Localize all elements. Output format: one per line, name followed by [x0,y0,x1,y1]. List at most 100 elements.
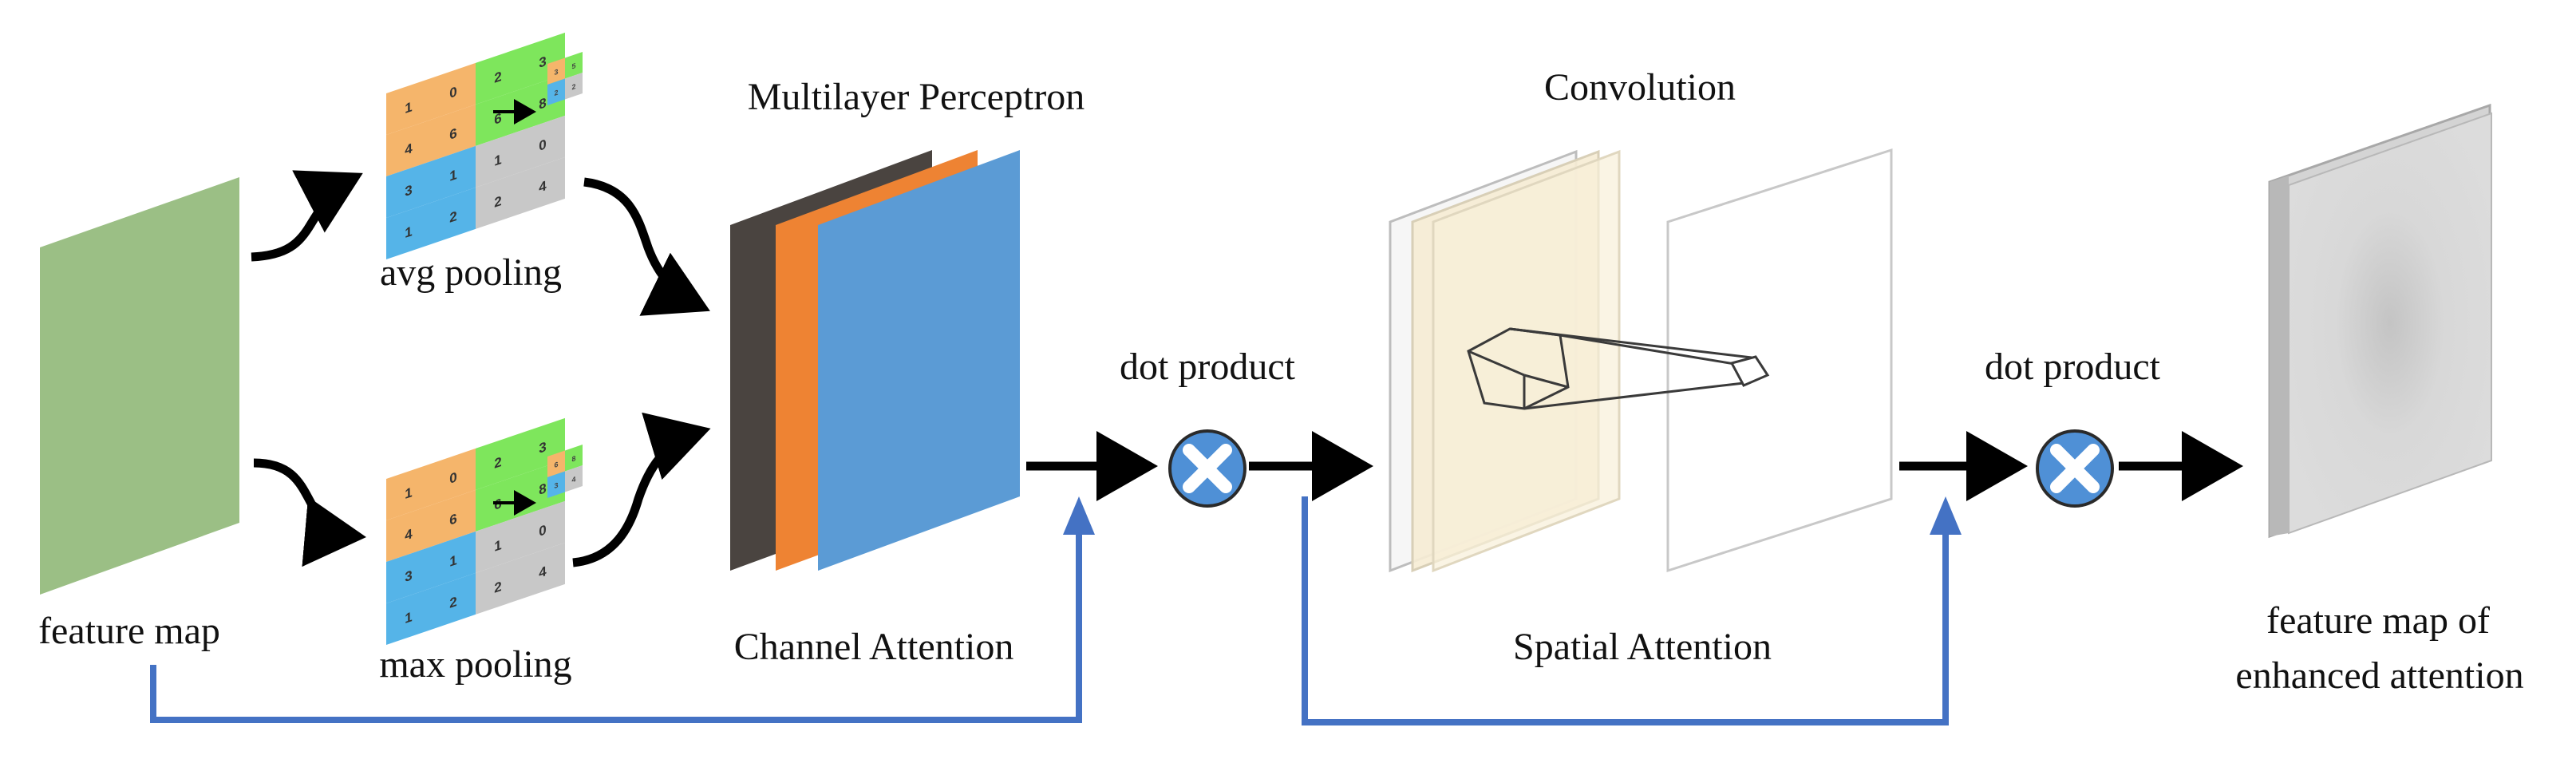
grid-value: 1 [449,166,457,184]
grid-cell [476,130,520,188]
grid-value: 2 [449,208,457,226]
grid-cell [520,115,565,172]
max-pooled-grid: 6 8 3 4 [547,445,583,498]
grid-value: 2 [494,453,502,472]
grid-value: 4 [405,140,413,158]
pooled-value: 4 [571,475,576,484]
grid-value: 0 [449,83,456,101]
grid-cell [386,504,431,562]
grid-cell [476,433,520,490]
skip-connection-1 [150,527,1082,723]
grid-cell [565,73,583,100]
grid-cell [547,450,565,477]
grid-cell [431,145,476,203]
arrow-to-max-pooling [253,458,366,567]
grid-value: 8 [539,480,547,498]
dot-product-2-icon [2036,429,2114,508]
grid-cell [386,463,431,520]
grid-cell [431,187,476,244]
avg-pooling-grid: 1 0 2 3 4 6 6 8 3 1 1 0 1 2 2 4 [386,32,565,259]
output-label-line1: feature map of [2266,599,2490,642]
pooled-value: 8 [571,454,575,463]
grid-cell [476,47,520,105]
grid-cell [476,516,520,573]
grid-value: 4 [539,177,547,196]
grid-cell [476,557,520,615]
output-label-line2: enhanced attention [2235,654,2523,697]
grid-value: 1 [494,151,502,169]
arrow-to-avg-pooling [251,170,363,262]
mlp-layer-blue [818,150,1020,571]
avg-pooling-label: avg pooling [380,251,562,294]
feature-map-label: feature map [38,610,220,652]
grid-value: 4 [405,525,413,544]
grid-value: 6 [494,109,502,128]
grid-cell [431,572,476,630]
grid-cell [386,546,431,603]
multilayer-perceptron-label: Multilayer Perceptron [748,76,1085,118]
grid-cell [565,465,583,492]
skip-connection-2 [1302,496,1949,725]
grid-value: 4 [539,563,547,581]
grid-value: 1 [494,536,502,555]
max-pooling-grid: 1 0 2 3 4 6 6 8 3 1 1 0 1 2 2 4 [386,417,565,645]
grid-value: 2 [494,68,502,86]
grid-cell [386,119,431,176]
grid-value: 3 [539,438,547,457]
grid-value: 0 [539,136,546,154]
dot-product-1-label: dot product [1120,346,1296,388]
grid-value: 1 [405,98,413,117]
output-feature-map [2268,103,2492,539]
grid-cell [386,587,431,645]
grid-cell [520,156,565,214]
input-feature-map [40,177,239,595]
grid-cell [386,77,431,135]
conv-kernel [1467,327,1770,410]
avg-pooled-grid: 3 5 2 2 [547,52,583,105]
grid-cell [565,52,583,79]
conv-output-plate [1666,148,1893,573]
grid-cell [431,489,476,547]
grid-cell [476,89,520,146]
convolution-label: Convolution [1544,66,1736,109]
grid-value: 2 [494,578,502,596]
grid-cell [547,57,565,85]
grid-cell [476,172,520,229]
grid-value: 6 [449,510,457,528]
max-pooling-label: max pooling [379,643,571,686]
skip-arrowhead-1 [1063,496,1095,535]
pooled-value: 2 [571,82,575,91]
conv-input-plates [1389,149,1621,573]
dot-product-1-icon [1168,429,1247,508]
spatial-attention-label: Spatial Attention [1513,626,1772,668]
grid-cell [547,78,565,105]
grid-value: 3 [539,53,547,71]
grid-value: 2 [494,192,502,211]
grid-value: 0 [539,521,546,540]
grid-value: 3 [405,181,413,200]
grid-value: 1 [405,223,413,241]
grid-cell [431,104,476,161]
grid-value: 0 [449,468,456,487]
grid-value: 1 [405,484,413,502]
arrow-avg-to-mlp [583,177,710,316]
grid-value: 6 [449,125,457,143]
pooled-value: 3 [554,481,558,490]
grid-cell [431,62,476,120]
grid-cell [547,471,565,498]
pooled-value: 3 [554,68,558,77]
pooled-value: 5 [571,61,575,70]
pooled-value: 2 [554,89,558,97]
skip-arrowhead-2 [1930,496,1962,535]
grid-cell [386,202,431,259]
pooled-value: 6 [554,461,558,469]
grid-value: 8 [539,94,547,113]
arrow-max-to-mlp [572,412,711,567]
grid-value: 2 [449,593,457,611]
grid-cell [431,448,476,505]
grid-value: 1 [449,551,457,570]
channel-attention-label: Channel Attention [734,626,1014,668]
dot-product-2-label: dot product [1985,346,2161,388]
grid-value: 3 [405,567,413,585]
